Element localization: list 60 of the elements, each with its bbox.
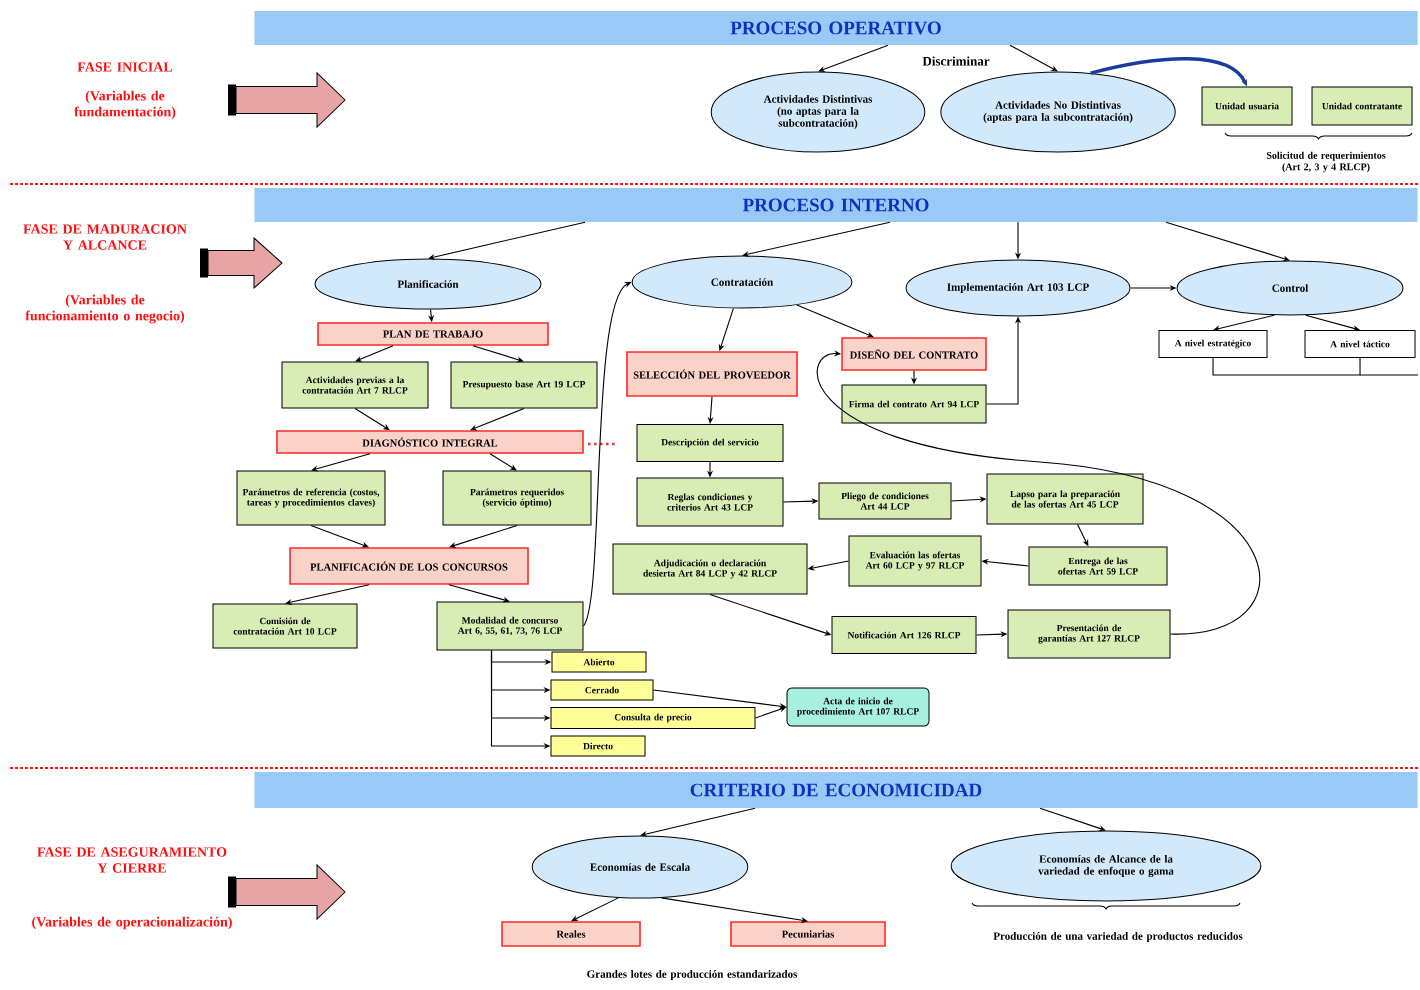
- annotation-text: Discriminar: [922, 56, 990, 66]
- arrow: [310, 524, 369, 548]
- phase-title: FASE INICIAL: [77, 62, 173, 72]
- phase-title: FASE DE MADURACION Y ALCANCE: [23, 224, 187, 250]
- process-box: Entrega de las ofertas Art 59 LCP: [1028, 546, 1168, 586]
- arrow: [1165, 221, 1290, 262]
- annotation-text: Producción de una variedad de productos reducidos: [993, 932, 1243, 942]
- process-box: Adjudicación o declaración desierta Art 84 LCP y 42 RLCP: [612, 543, 808, 595]
- process-box: Notificación Art 126 RLCP: [831, 616, 977, 654]
- process-box: Presentación de garantías Art 127 RLCP: [1007, 609, 1171, 659]
- section-banner: PROCESO OPERATIVO: [254, 11, 1418, 45]
- arrow: [817, 350, 1261, 635]
- phase-subtitle: (Variables de operacionalización): [32, 916, 232, 930]
- level-box: A nivel estratégico: [1158, 330, 1268, 358]
- process-box: Evaluación las ofertas Art 60 LCP y 97 RLCP: [848, 535, 982, 587]
- annotation-text: Solicitud de requerimientos (Art 2, 3 y 4 RLCP): [1266, 151, 1386, 173]
- process-box: Unidad contratante: [1311, 86, 1413, 126]
- arrow: [818, 44, 889, 72]
- stage-box: SELECCIÓN DEL PROVEEDOR: [626, 351, 798, 397]
- record-box: Acta de inicio de procedimiento Art 107 RLCP: [786, 687, 930, 727]
- stage-box: PLAN DE TRABAJO: [317, 322, 549, 346]
- process-box: Comisión de contratación Art 10 LCP: [212, 603, 358, 649]
- option-box: Consulta de precio: [550, 707, 756, 729]
- arrow: [428, 221, 586, 260]
- stage-box: DIAGNÓSTICO INTEGRAL: [276, 430, 584, 454]
- stage-box: Pecuniarias: [730, 921, 886, 947]
- arrow: [470, 407, 525, 431]
- arrow: [355, 345, 394, 362]
- stage-box: Reales: [501, 921, 641, 947]
- arrow: [449, 524, 518, 548]
- level-box: A nivel táctico: [1304, 330, 1416, 358]
- arrow: [640, 807, 756, 837]
- process-box: Presupuesto base Art 19 LCP: [450, 361, 598, 409]
- arrow: [1009, 44, 1058, 72]
- process-box: Parámetros de referencia (costos, tareas y procedimientos claves): [236, 470, 386, 526]
- process-box: Unidad usuaria: [1201, 86, 1293, 126]
- process-box: Descripción del servicio: [636, 424, 784, 462]
- option-box: Abierto: [551, 651, 647, 673]
- process-box: Actividades previas a la contratación Art 7 RLCP: [281, 361, 429, 409]
- section-banner: CRITERIO DE ECONOMICIDAD: [254, 772, 1418, 808]
- process-box: Pliego de condiciones Art 44 LCP: [818, 482, 952, 520]
- process-box: Modalidad de concurso Art 6, 55, 61, 73, 76 LCP: [436, 601, 584, 651]
- stage-box: PLANIFICACIÓN DE LOS CONCURSOS: [289, 547, 529, 585]
- stage-box: DISEÑO DEL CONTRATO: [841, 337, 987, 371]
- process-box: Lapso para la preparación de las ofertas Art 45 LCP: [986, 473, 1144, 525]
- phase-subtitle: (Variables de fundamentación): [74, 90, 176, 120]
- arrow: [354, 407, 390, 431]
- arrow: [311, 453, 371, 472]
- arrow: [742, 221, 891, 257]
- process-box: Reglas condiciones y criterios Art 43 LCP: [636, 477, 784, 527]
- phase-title: FASE DE ASEGURAMIENTO Y CIERRE: [37, 847, 227, 873]
- option-box: Cerrado: [550, 679, 654, 701]
- annotation-text: Grandes lotes de producción estandarizados: [587, 970, 798, 980]
- arrow: [796, 304, 874, 338]
- process-box: Firma del contrato Art 94 LCP: [841, 384, 987, 424]
- phase-subtitle: (Variables de funcionamiento o negocio): [25, 294, 185, 324]
- process-box: Parámetros requeridos (servicio óptimo): [442, 470, 592, 526]
- arrow: [489, 453, 517, 471]
- option-box: Directo: [550, 735, 646, 757]
- section-banner: PROCESO INTERNO: [254, 188, 1418, 222]
